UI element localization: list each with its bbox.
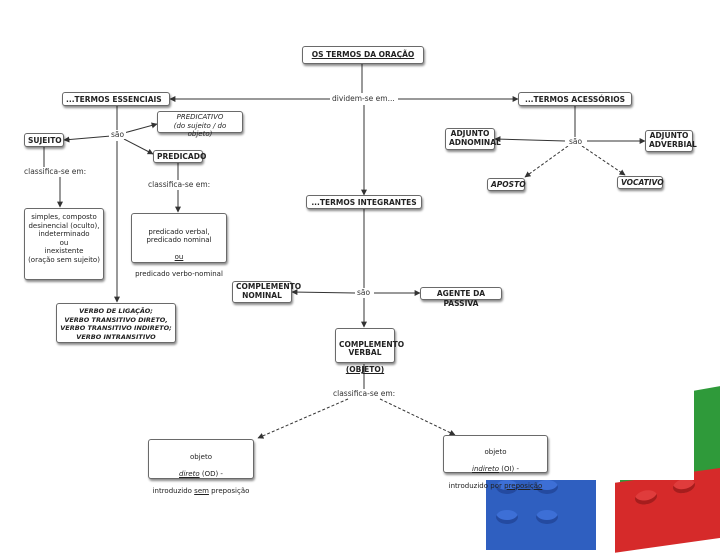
label-classif-predicado: classifica-se em:	[146, 180, 213, 189]
oi-abbrev: (OI) -	[498, 464, 519, 473]
label-sao-integrantes: são	[355, 288, 373, 297]
edge-sao-predicativo	[123, 122, 158, 134]
node-complemento-nominal: COMPLEMENTO NOMINAL	[232, 281, 301, 303]
concept-map: OS TERMOS DA ORAÇÃO dividem-se em... ...…	[22, 46, 697, 495]
predicado-tipos-line1: predicado verbal, predicado nominal	[146, 227, 212, 245]
node-termos-integrantes: ...TERMOS INTEGRANTES	[306, 195, 422, 209]
node-verbos: VERBO DE LIGAÇÃO; VERBO TRANSITIVO DIRET…	[56, 303, 176, 343]
edge-classif-od	[257, 398, 349, 439]
edge-sao-predicado	[123, 138, 154, 155]
connector-lines	[43, 64, 646, 439]
label-classif-sujeito: classifica-se em:	[22, 167, 89, 176]
node-adjunto-adnominal: ADJUNTO ADNOMINAL	[445, 128, 501, 150]
node-complemento-verbal: COMPLEMENTO VERBAL (OBJETO)	[335, 328, 404, 374]
node-vocativo: VOCATIVO	[617, 176, 664, 189]
od-abbrev: (OD) -	[199, 469, 223, 478]
node-agente-passiva: AGENTE DA PASSIVA	[420, 287, 502, 308]
node-predicado-tipos: predicado verbal, predicado nominal ou p…	[131, 213, 227, 278]
node-title-text: OS TERMOS DA ORAÇÃO	[311, 50, 415, 59]
label-dividem: dividem-se em...	[330, 94, 397, 103]
od-introduzido: introduzido	[152, 486, 195, 495]
lego-stud	[536, 480, 558, 494]
oi-introduzido: introduzido por	[448, 481, 505, 490]
node-sujeito-tipos: simples, composto desinencial (oculto), …	[24, 208, 104, 280]
lego-stud	[496, 510, 518, 524]
od-preposicao: preposição	[208, 486, 250, 495]
node-predicativo: PREDICATIVO (do sujeito / do objeto)	[157, 111, 243, 138]
node-termos-essenciais: ...TERMOS ESSENCIAIS	[62, 92, 170, 106]
od-line1: objeto	[189, 452, 212, 461]
label-classif-complemento: classifica-se em:	[331, 389, 398, 398]
node-sujeito: SUJEITO	[24, 133, 64, 147]
node-title: OS TERMOS DA ORAÇÃO	[302, 46, 424, 64]
node-objeto-direto: objeto direto (OD) - introduzido sem pre…	[148, 439, 254, 495]
oi-line1: objeto	[484, 447, 507, 456]
od-sem: sem	[194, 486, 209, 495]
label-sao-essenciais: são	[109, 130, 127, 139]
edge-sao-complemento-nominal	[291, 289, 356, 296]
edge-classif-oi	[379, 398, 456, 436]
edge-sao-aposto	[524, 145, 569, 178]
lego-stud	[496, 480, 518, 494]
node-termos-acessorios: ...TERMOS ACESSÓRIOS	[518, 92, 632, 106]
node-predicado: PREDICADO	[153, 150, 206, 163]
oi-indireto: indireto	[472, 464, 499, 473]
complemento-verbal-objeto: (OBJETO)	[345, 365, 385, 374]
edge-sao-adnominal	[494, 136, 566, 143]
edge-sao-vocativo	[581, 145, 626, 176]
predicado-tipos-ou: ou	[174, 253, 184, 261]
label-sao-acessorios: são	[567, 137, 585, 146]
predicado-tipos-line2: predicado verbo-nominal	[135, 270, 223, 278]
od-direto: direto	[179, 469, 200, 478]
lego-stud	[536, 510, 558, 524]
node-adjunto-adverbial: ADJUNTO ADVERBIAL	[645, 130, 697, 152]
oi-preposicao: preposição	[504, 481, 543, 490]
node-aposto: APOSTO	[487, 178, 526, 191]
edge-sao-sujeito	[63, 135, 112, 143]
lego-brick-blue	[486, 470, 596, 550]
node-objeto-indireto: objeto indireto (OI) - introduzido por p…	[443, 435, 548, 490]
complemento-verbal-text: COMPLEMENTO VERBAL	[339, 339, 405, 357]
